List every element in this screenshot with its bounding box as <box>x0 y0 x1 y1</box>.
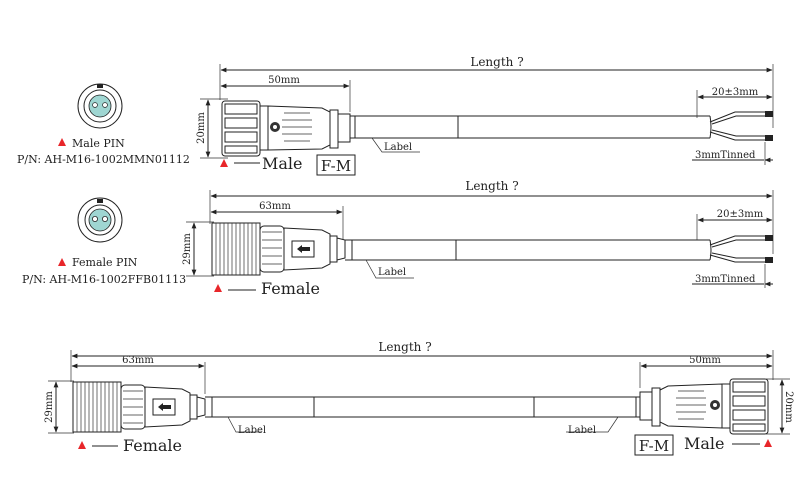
cable-1-body-dim: 50mm <box>268 75 300 86</box>
warning-triangle-icon <box>214 284 222 292</box>
female-pin-label: Female PIN <box>72 256 138 269</box>
warning-triangle-icon <box>58 258 66 266</box>
warning-triangle-icon <box>58 138 66 146</box>
cable-2-type: Female <box>261 279 320 298</box>
warning-triangle-icon <box>220 159 228 167</box>
cable-3 <box>48 350 790 456</box>
cable-3-left-dia-dim: 29mm <box>44 391 55 423</box>
cable-3-left-body-dim: 63mm <box>122 355 154 366</box>
cable-1-strip-dim: 20±3mm <box>712 87 759 98</box>
cable-3-right-body-dim: 50mm <box>689 355 721 366</box>
male-pin-part-number: P/N: AH-M16-1002MMN01112 <box>17 153 190 166</box>
warning-triangle-icon <box>78 441 86 449</box>
female-pin-face-icon <box>77 197 123 243</box>
cable-3-box: F-M <box>639 437 669 455</box>
cable-3-type-left: Female <box>123 436 182 455</box>
cable-2-tinned: 3mmTinned <box>695 274 756 285</box>
cable-3-label-left: Label <box>238 425 266 436</box>
cable-1-tinned: 3mmTinned <box>695 150 756 161</box>
cable-2-dia-dim: 29mm <box>182 233 193 265</box>
cable-3-label-right: Label <box>568 425 596 436</box>
male-pin-face-icon <box>77 83 123 129</box>
cable-2-label: Label <box>378 267 406 278</box>
cable-2-body-dim: 63mm <box>259 201 291 212</box>
cable-2 <box>186 190 774 292</box>
warning-triangle-icon <box>764 439 772 447</box>
male-pin-label: Male PIN <box>72 137 125 150</box>
cable-2-strip-dim: 20±3mm <box>717 209 764 220</box>
cable-3-right-dia-dim: 20mm <box>783 391 794 423</box>
cable-3-type-right: Male <box>684 434 725 453</box>
cable-3-length: Length ? <box>378 340 431 354</box>
cable-1-label: Label <box>384 142 412 153</box>
cable-1-length: Length ? <box>470 55 523 69</box>
cable-1-dia-dim: 20mm <box>196 112 207 144</box>
cable-1 <box>200 64 774 176</box>
female-pin-part-number: P/N: AH-M16-1002FFB01113 <box>22 273 186 286</box>
cable-2-length: Length ? <box>465 179 518 193</box>
cable-1-box: F-M <box>321 157 351 175</box>
cable-1-type: Male <box>262 154 303 173</box>
